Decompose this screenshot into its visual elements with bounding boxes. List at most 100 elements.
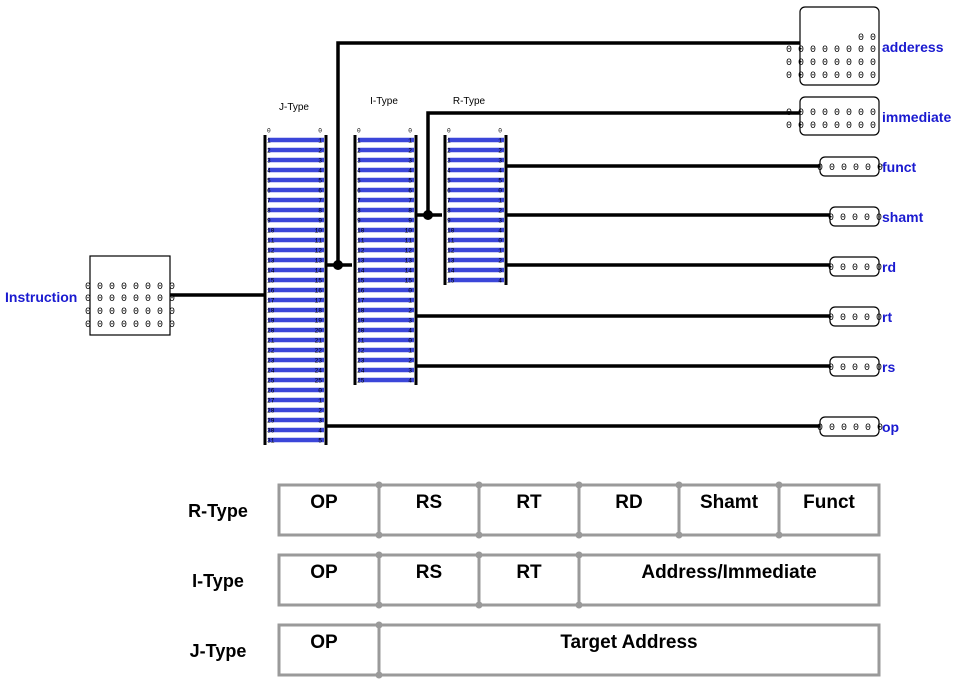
i-splitter-in-bit-label: 16 — [357, 288, 365, 295]
i-splitter-out-bit-label: 11 — [405, 238, 413, 245]
i-splitter-in-bit-label: 6 — [357, 188, 361, 195]
j-splitter-in-bit-label: 6 — [267, 188, 271, 195]
i-splitter-in-bit-label: 10 — [357, 228, 365, 235]
i-splitter-out-bit-label: 1 — [408, 138, 412, 145]
r-splitter-in-bit-label: 15 — [447, 278, 455, 285]
j-splitter-in-bit-label: 31 — [267, 438, 275, 445]
j-splitter-in-bit-label: 26 — [267, 388, 275, 395]
i-splitter-in-bit-label: 3 — [357, 158, 361, 165]
j-splitter-in-bit-label: 30 — [267, 428, 275, 435]
i-splitter-out-bit-label: 1 — [408, 348, 412, 355]
i-splitter-in-bit-label: 17 — [357, 298, 365, 305]
j-splitter-in-bit-label: 22 — [267, 348, 275, 355]
junction-dot-j — [333, 260, 343, 270]
j-splitter-in-bit-label: 4 — [267, 168, 271, 175]
i-splitter-in-bit-label: 13 — [357, 258, 365, 265]
format-row-label: I-Type — [192, 571, 244, 591]
format-divider-node — [475, 601, 483, 609]
op-output[interactable]: 0 0 0 0 0 0 — [817, 416, 883, 437]
adderess-row: 0 0 0 0 0 0 0 0 — [786, 58, 876, 69]
adderess-label: adderess — [882, 39, 944, 55]
shamt-value: 0 0 0 0 0 — [828, 213, 882, 224]
immediate-row: 0 0 0 0 0 0 0 0 — [786, 121, 876, 132]
j-splitter-out-bit-label: 21 — [315, 338, 323, 345]
i-splitter-out-bit-label: 0 — [408, 338, 412, 345]
r-splitter-out-bit-label: 1 — [498, 138, 502, 145]
i-splitter-out-bit-label: 4 — [408, 328, 412, 335]
r-type-splitter-title: R-Type — [453, 96, 486, 107]
op-output-box[interactable] — [819, 416, 880, 437]
j-splitter-out-bit-label: 1 — [318, 138, 322, 145]
adderess-row: 0 0 — [858, 33, 876, 44]
format-field-op: OP — [310, 492, 338, 513]
format-field-rt: RT — [516, 562, 542, 583]
rt-output[interactable]: 0 0 0 0 0 — [828, 306, 882, 327]
i-splitter-out-bit-label: 10 — [405, 228, 413, 235]
funct-value: 0 0 0 0 0 0 — [817, 163, 883, 174]
i-splitter-in-bit-label: 4 — [357, 168, 361, 175]
rd-output[interactable]: 0 0 0 0 0 — [828, 256, 882, 277]
i-splitter-in-bit-label: 11 — [357, 238, 365, 245]
instruction-row: 0 0 0 0 0 0 0 0 — [85, 320, 175, 331]
i-splitter-in-bit-label: 1 — [357, 138, 361, 145]
j-splitter-out-bit-label: 2 — [318, 408, 322, 415]
instruction-input[interactable]: 0 0 0 0 0 0 0 0 0 0 0 0 0 0 0 0 0 0 0 0 … — [85, 255, 175, 336]
immediate-output-box[interactable] — [799, 96, 880, 136]
i-splitter-out-bit-label: 13 — [405, 258, 413, 265]
funct-output-box[interactable] — [819, 156, 880, 177]
format-divider-node — [375, 601, 383, 609]
j-splitter-out-bit-label: 17 — [315, 298, 323, 305]
j-splitter-in-bit-label: 10 — [267, 228, 275, 235]
j-splitter-out-bit-label: 19 — [315, 318, 323, 325]
format-divider-node — [375, 621, 383, 629]
shamt-output-box[interactable] — [829, 206, 880, 227]
rs-output-box[interactable] — [829, 356, 880, 377]
rd-value: 0 0 0 0 0 — [828, 263, 882, 274]
j-splitter-in-bit-label: 29 — [267, 418, 275, 425]
i-splitter-in-bit-label: 18 — [357, 308, 365, 315]
j-splitter-out-bit-label: 0 — [318, 128, 322, 135]
i-splitter-in-bit-label: 2 — [357, 148, 361, 155]
rs-output[interactable]: 0 0 0 0 0 — [828, 356, 882, 377]
junction-dot-i — [423, 210, 433, 220]
r-splitter-in-bit-label: 12 — [447, 248, 455, 255]
format-divider-node — [575, 601, 583, 609]
format-divider-node — [675, 481, 683, 489]
r-splitter-in-bit-label: 6 — [447, 188, 451, 195]
j-splitter-in-bit-label: 8 — [267, 208, 271, 215]
i-splitter-out-bit-label: 7 — [408, 198, 412, 205]
format-divider-node — [775, 481, 783, 489]
i-splitter-out-bit-label: 15 — [405, 278, 413, 285]
instruction-input-box[interactable] — [89, 255, 171, 336]
j-splitter-in-bit-label: 9 — [267, 218, 271, 225]
j-splitter-out-bit-label: 4 — [318, 168, 322, 175]
shamt-output[interactable]: 0 0 0 0 0 — [828, 206, 882, 227]
i-splitter-out-bit-label: 3 — [408, 368, 412, 375]
j-splitter-in-bit-label: 27 — [267, 398, 275, 405]
format-divider-node — [475, 551, 483, 559]
rd-output-box[interactable] — [829, 256, 880, 277]
format-row-label: J-Type — [190, 641, 247, 661]
adderess-output-box[interactable] — [799, 6, 880, 86]
format-divider-node — [375, 551, 383, 559]
j-splitter-out-bit-label: 18 — [315, 308, 323, 315]
j-splitter-out-bit-label: 2 — [318, 148, 322, 155]
op-value: 0 0 0 0 0 0 — [817, 423, 883, 434]
r-splitter-in-bit-label: 9 — [447, 218, 451, 225]
i-splitter-out-bit-label: 6 — [408, 188, 412, 195]
adderess-output[interactable]: 0 0 0 0 0 0 0 0 0 0 0 0 0 0 0 0 0 0 0 0 … — [786, 6, 880, 86]
r-splitter-out-bit-label: 2 — [498, 258, 502, 265]
r-splitter-in-bit-label: 13 — [447, 258, 455, 265]
i-splitter-out-bit-label: 9 — [408, 218, 412, 225]
i-splitter-in-bit-label: 19 — [357, 318, 365, 325]
j-splitter-in-bit-label: 21 — [267, 338, 275, 345]
rt-output-box[interactable] — [829, 306, 880, 327]
r-splitter-in-bit-label: 14 — [447, 268, 455, 275]
instruction-row: 0 0 0 0 0 0 0 0 — [85, 307, 175, 318]
funct-output[interactable]: 0 0 0 0 0 0 — [817, 156, 883, 177]
immediate-output[interactable]: 0 0 0 0 0 0 0 0 0 0 0 0 0 0 0 0 — [786, 96, 880, 136]
